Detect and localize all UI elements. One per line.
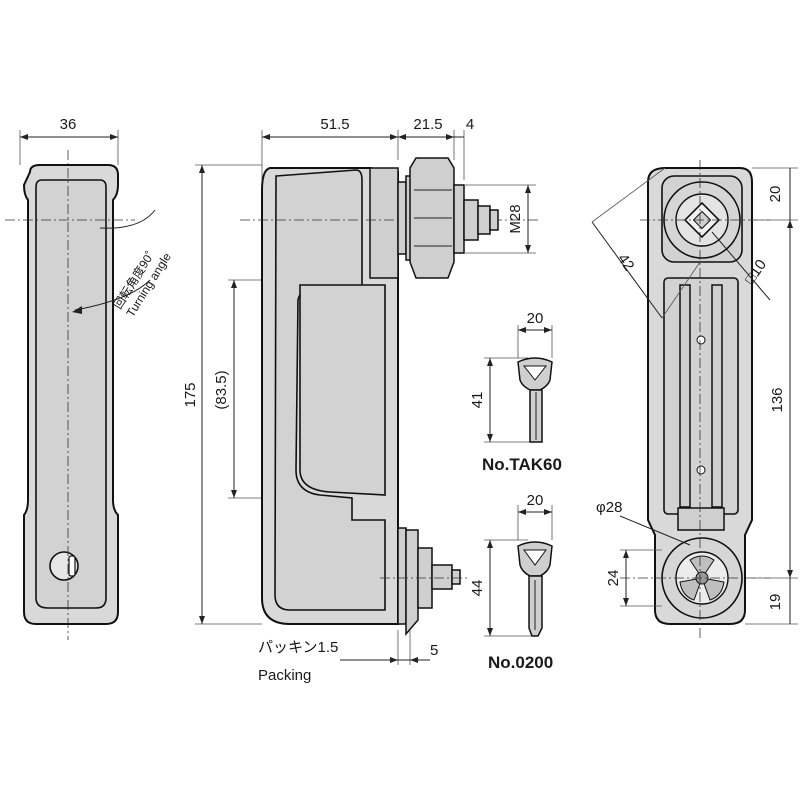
dim-key1-height: 41 [469, 392, 486, 409]
packing-label-jp: パッキン1.5 [258, 639, 338, 656]
front-view: 36 回転角度90˚ Turning angle [5, 116, 174, 640]
key-0200: 20 44 No.0200 [469, 492, 553, 672]
dim-rear-diag: 42 [614, 251, 637, 274]
rear-rail-right [711, 284, 723, 508]
front-handle-face [35, 179, 107, 609]
side-handle-face [274, 169, 386, 611]
dim-side-body: 51.5 [320, 116, 349, 133]
turning-arc [99, 209, 156, 229]
dim-height-total: 175 [182, 382, 199, 407]
key1-name: No.TAK60 [482, 455, 562, 474]
dim-rear-top: 20 [767, 186, 784, 203]
dim-grip-opening: (83.5) [213, 370, 230, 409]
rear-latch-block [677, 507, 725, 531]
dim-rear-24: 24 [605, 570, 622, 587]
dim-side-thread-len: 4 [466, 116, 474, 133]
dim-key2-width: 20 [527, 492, 544, 509]
dim-thread: M28 [507, 204, 524, 233]
front-keyhole [49, 551, 79, 581]
key2-name: No.0200 [488, 653, 553, 672]
side-view: 51.5 21.5 4 175 (83.5) [182, 116, 540, 684]
dim-front-width: 36 [60, 116, 77, 133]
dim-rear-length: 136 [769, 387, 786, 412]
dim-packing-thickness: 5 [430, 642, 438, 659]
side-lower-latch [397, 527, 461, 637]
dim-rear-19: 19 [767, 594, 784, 611]
side-grip-recess [299, 284, 386, 496]
rear-rail-left [679, 284, 691, 508]
dim-key2-height: 44 [469, 580, 486, 597]
rear-view: 20 136 19 42 □10 φ28 24 [591, 160, 798, 640]
dim-rear-dia: φ28 [596, 499, 622, 516]
side-base-plate [369, 167, 399, 279]
dim-side-boss: 21.5 [413, 116, 442, 133]
side-nut-assembly [397, 157, 499, 279]
dim-key1-width: 20 [527, 310, 544, 327]
packing-label-en: Packing [258, 667, 311, 684]
rear-channel [663, 277, 739, 515]
key-tak60: 20 41 No.TAK60 [469, 310, 562, 474]
